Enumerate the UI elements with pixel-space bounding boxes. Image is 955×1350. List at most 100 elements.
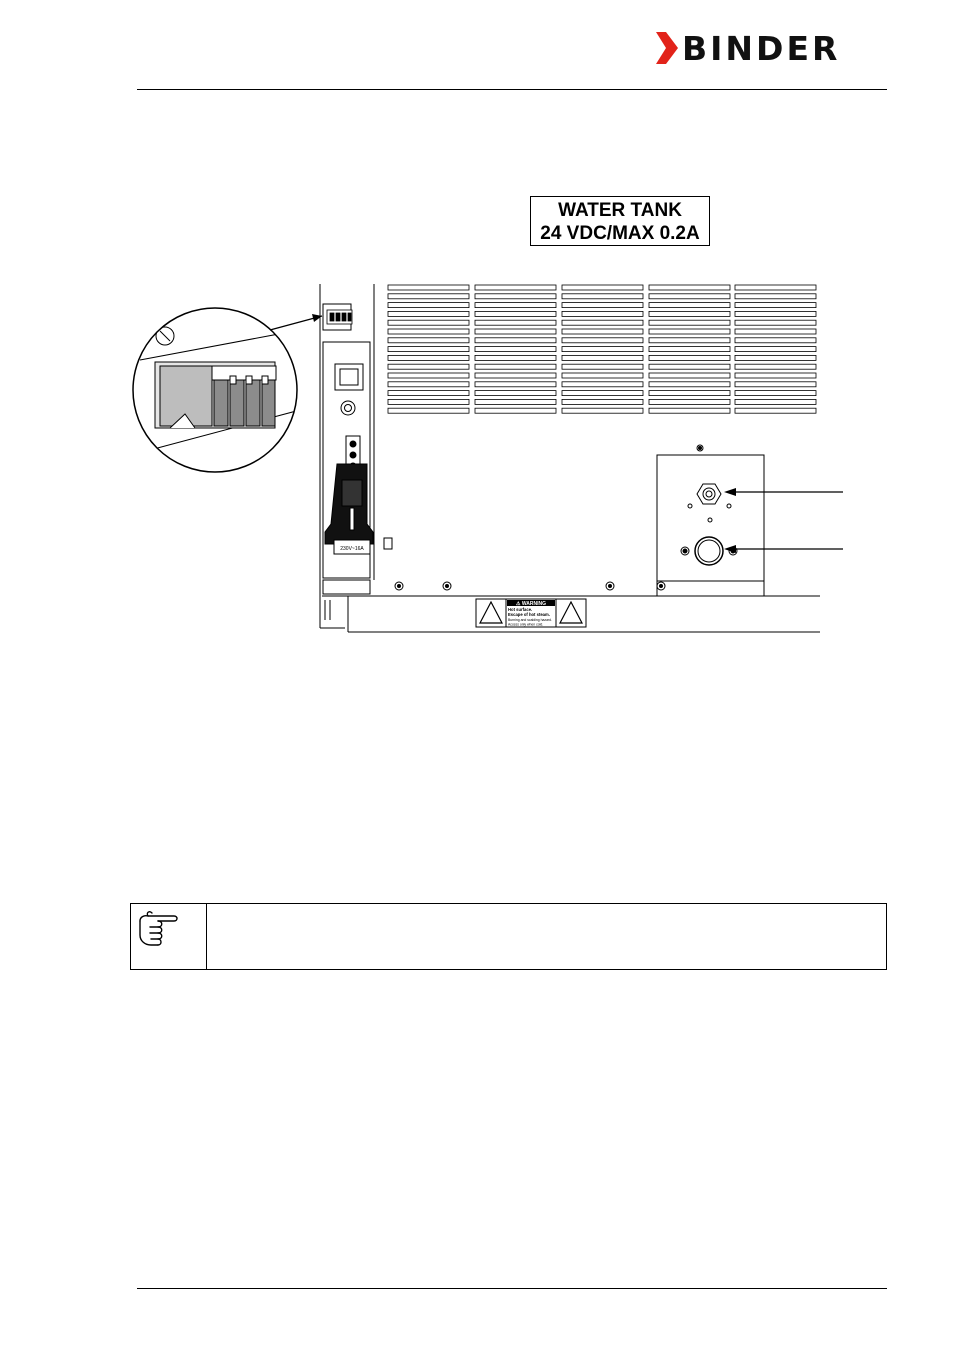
note-box bbox=[130, 903, 887, 970]
warning-line1: Hot surface. bbox=[508, 607, 532, 612]
header-rule bbox=[137, 89, 887, 90]
vent-slot bbox=[648, 346, 731, 353]
vent-slot bbox=[387, 328, 470, 335]
terminal-detail-inset bbox=[132, 307, 323, 473]
binder-logo-mark bbox=[656, 32, 678, 64]
water-tank-label-line2: 24 VDC/MAX 0.2A bbox=[540, 223, 700, 244]
vent-slot bbox=[387, 407, 470, 414]
water-tank-label: WATER TANK 24 VDC/MAX 0.2A bbox=[530, 196, 710, 246]
vent-slot bbox=[561, 310, 644, 317]
vent-slot bbox=[561, 284, 644, 291]
vent-slot bbox=[474, 381, 557, 388]
vent-slot bbox=[734, 337, 817, 344]
dc-terminal bbox=[326, 309, 353, 325]
vent-slot bbox=[648, 293, 731, 300]
connector-panel: 230V~16A bbox=[322, 363, 393, 595]
vent-slot bbox=[474, 363, 557, 370]
vent-slot bbox=[734, 302, 817, 309]
vent-slot bbox=[387, 346, 470, 353]
panel-screws bbox=[324, 581, 666, 620]
vent-slot bbox=[387, 372, 470, 379]
vent-slot bbox=[734, 390, 817, 397]
vent-slot bbox=[734, 310, 817, 317]
pointing-hand-icon bbox=[139, 911, 178, 946]
vent-slot bbox=[734, 381, 817, 388]
vent-slot bbox=[474, 390, 557, 397]
vent-slot bbox=[648, 363, 731, 370]
vent-slot bbox=[561, 398, 644, 405]
vent-slot bbox=[561, 319, 644, 326]
vent-slot bbox=[561, 337, 644, 344]
vent-slot bbox=[561, 354, 644, 361]
vent-slot bbox=[648, 284, 731, 291]
vent-slot bbox=[474, 346, 557, 353]
vent-slot bbox=[561, 363, 644, 370]
vent-slot bbox=[474, 372, 557, 379]
vent-slot bbox=[734, 354, 817, 361]
vent-slot bbox=[734, 284, 817, 291]
plug-rating-label: 230V~16A bbox=[340, 546, 364, 552]
ventilation-grille bbox=[387, 284, 817, 414]
vent-slot bbox=[474, 319, 557, 326]
vent-slot bbox=[387, 293, 470, 300]
vent-slot bbox=[474, 328, 557, 335]
vent-slot bbox=[648, 337, 731, 344]
vent-slot bbox=[648, 354, 731, 361]
vent-slot bbox=[734, 319, 817, 326]
vent-slot bbox=[561, 407, 644, 414]
vent-slot bbox=[561, 381, 644, 388]
warning-line3: Burning and scalding hazard. bbox=[508, 618, 552, 622]
vent-slot bbox=[648, 328, 731, 335]
vent-slot bbox=[561, 372, 644, 379]
vent-slot bbox=[648, 302, 731, 309]
vent-slot bbox=[474, 293, 557, 300]
vent-slot bbox=[734, 398, 817, 405]
vent-slot bbox=[648, 310, 731, 317]
vent-slot bbox=[734, 293, 817, 300]
water-tank-label-line1: WATER TANK bbox=[558, 200, 682, 221]
vent-slot bbox=[474, 337, 557, 344]
warning-sticker: ⚠ WARNING Hot surface. Escape of hot ste… bbox=[475, 598, 587, 628]
vent-slot bbox=[474, 302, 557, 309]
vent-slot bbox=[474, 398, 557, 405]
vent-slot bbox=[648, 372, 731, 379]
vent-slot bbox=[387, 363, 470, 370]
footer-rule bbox=[137, 1288, 887, 1289]
vent-slot bbox=[561, 328, 644, 335]
vent-slot bbox=[387, 381, 470, 388]
vent-slot bbox=[561, 302, 644, 309]
vent-slot bbox=[561, 293, 644, 300]
vent-slot bbox=[474, 284, 557, 291]
vent-slot bbox=[387, 390, 470, 397]
binder-logo: BINDER bbox=[656, 29, 888, 68]
vent-slot bbox=[734, 328, 817, 335]
warning-title: ⚠ WARNING bbox=[516, 601, 546, 607]
vent-slot bbox=[387, 354, 470, 361]
vent-slot bbox=[387, 302, 470, 309]
note-icon-cell bbox=[131, 904, 207, 969]
vent-slot bbox=[734, 407, 817, 414]
vent-slot bbox=[474, 354, 557, 361]
vent-slot bbox=[387, 284, 470, 291]
vent-slot bbox=[648, 390, 731, 397]
vent-slot bbox=[648, 381, 731, 388]
warning-line4: Access only when cold. bbox=[508, 623, 543, 627]
vent-slot bbox=[474, 310, 557, 317]
vent-slot bbox=[648, 398, 731, 405]
vent-slot bbox=[387, 310, 470, 317]
vent-slot bbox=[474, 407, 557, 414]
vent-slot bbox=[387, 337, 470, 344]
vent-slot bbox=[734, 346, 817, 353]
vent-slot bbox=[387, 398, 470, 405]
vent-slot bbox=[734, 363, 817, 370]
water-connection-plate bbox=[656, 444, 765, 596]
warning-line2: Escape of hot steam. bbox=[508, 612, 550, 617]
rear-panel-drawing: 230V~16A bbox=[132, 284, 843, 633]
vent-slot bbox=[648, 407, 731, 414]
vent-slot bbox=[734, 372, 817, 379]
vent-slot bbox=[648, 319, 731, 326]
vent-slot bbox=[561, 390, 644, 397]
brand-name: BINDER bbox=[682, 29, 841, 68]
callout-arrows bbox=[724, 488, 843, 553]
vent-slot bbox=[387, 319, 470, 326]
